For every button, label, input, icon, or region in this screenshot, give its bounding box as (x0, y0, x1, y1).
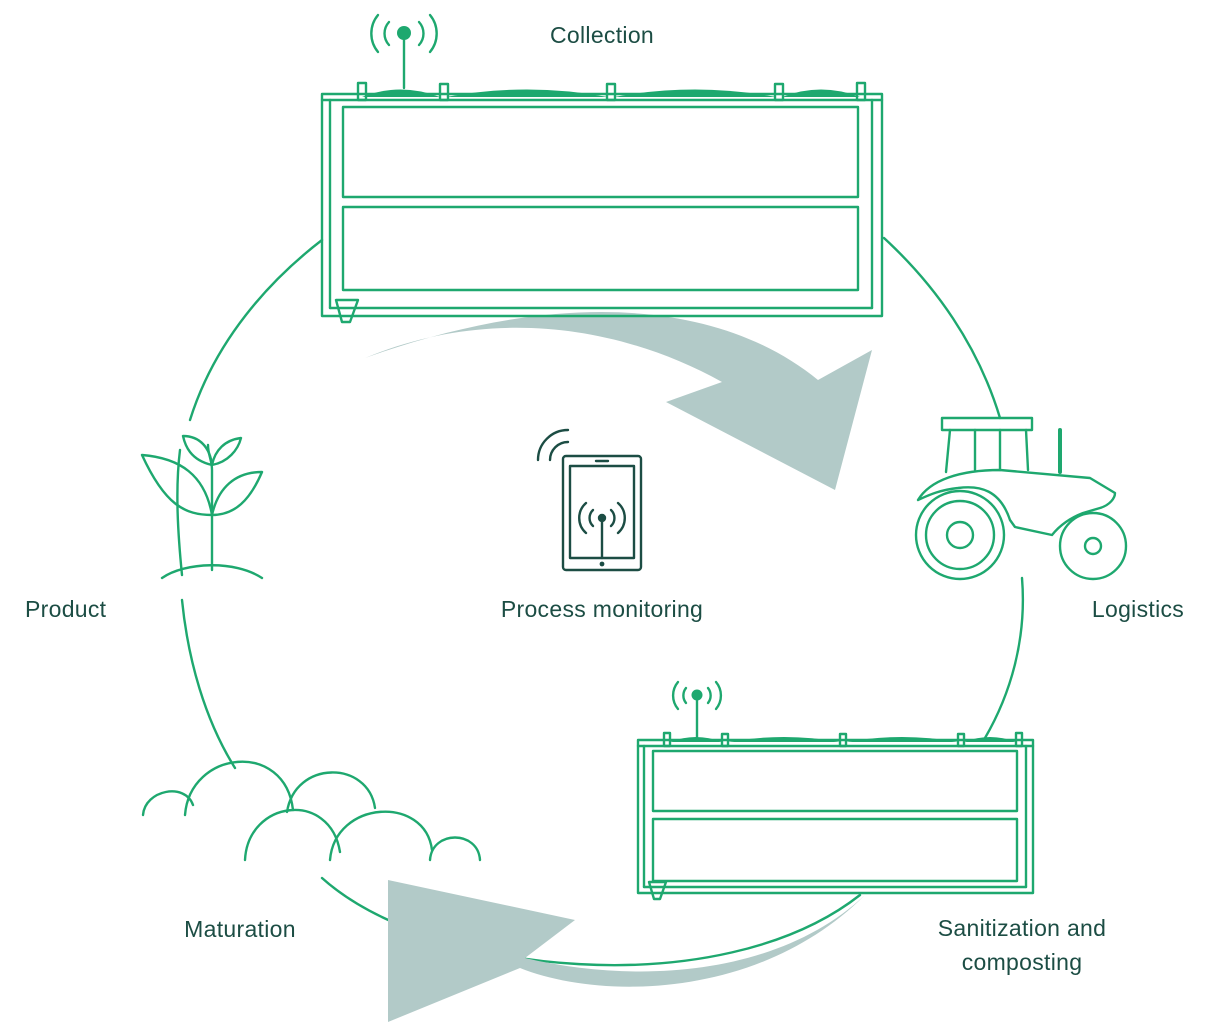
label-product: Product (25, 596, 107, 622)
ring-segment-bottom (320, 876, 862, 967)
flow-arrow-bottom (388, 880, 865, 1022)
ring-segment-left-plant (176, 448, 184, 577)
cycle-ring (176, 236, 1025, 967)
ring-segment-right-bottom (983, 576, 1025, 740)
plant-icon (140, 434, 264, 580)
flow-arrow-top (365, 312, 872, 490)
ring-segment-left-bottom (180, 598, 237, 770)
label-collection: Collection (550, 22, 654, 48)
ring-segment-left-top (188, 238, 324, 422)
collection-container-icon (320, 81, 884, 324)
label-logistics: Logistics (1091, 596, 1185, 622)
tablet-icon (536, 428, 643, 572)
label-maturation: Maturation (184, 916, 296, 942)
label-sanitization-line1: Sanitization and (937, 915, 1107, 941)
label-process-monitoring: Process monitoring (500, 596, 704, 622)
sanitization-container-icon (636, 731, 1035, 901)
collection-signal-icon (370, 13, 438, 90)
ring-segment-right-top (882, 236, 1002, 420)
compost-mounds-icon (141, 760, 482, 862)
sanitization-signal-icon (671, 680, 723, 740)
tractor-icon (914, 416, 1128, 581)
label-sanitization-line2: composting (961, 949, 1083, 975)
